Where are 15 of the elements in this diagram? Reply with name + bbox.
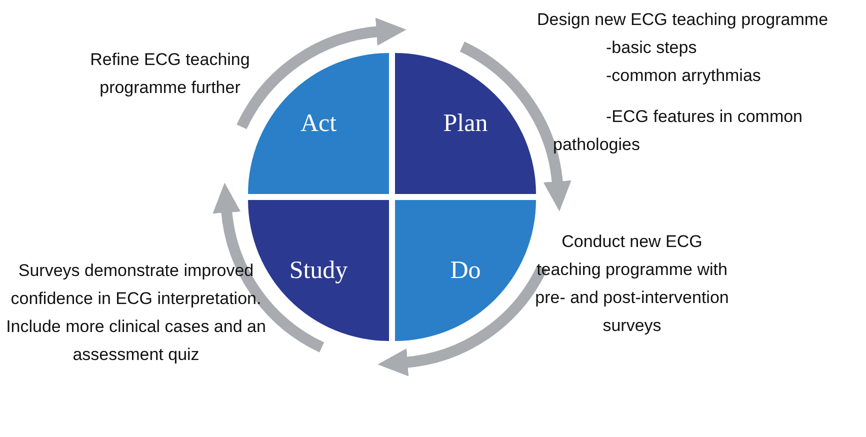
cycle-arrow (378, 264, 548, 376)
annotation-text: Design new ECG teaching programme (537, 9, 830, 31)
bullet-text: -common arrythmias (606, 65, 762, 87)
quadrant-label: Do (450, 256, 481, 284)
annotation-text: Surveys demonstrate improved confidence in ECG interpretation. Include more clinical cases and an assessment quiz (5, 260, 267, 366)
cycle-arrow (460, 42, 571, 212)
quadrant-label: Plan (443, 110, 488, 138)
cycle-arrow (236, 18, 406, 130)
bullet-text: -basic steps (606, 37, 698, 59)
annotation-text: Refine ECG teaching programme further (89, 49, 251, 99)
quadrant-label: Study (289, 256, 348, 284)
cycle-arrow (213, 182, 324, 352)
quadrant-label: Act (300, 110, 337, 138)
annotation-text: Conduct new ECG teaching programme with pre- and post-intervention surveys (534, 231, 730, 337)
bullet-text: -ECG features in common pathologies (553, 106, 804, 156)
